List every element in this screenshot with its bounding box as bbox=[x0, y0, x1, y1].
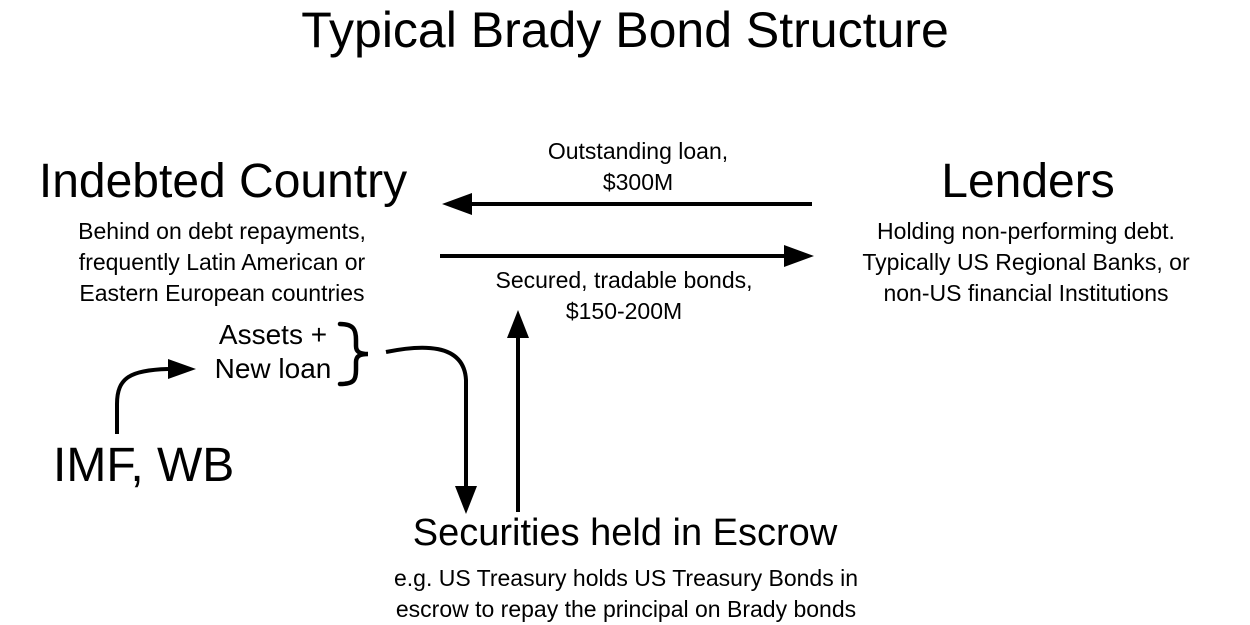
assets-line: Assets + bbox=[218, 319, 328, 350]
lenders-title: Lenders bbox=[941, 155, 1115, 208]
escrow-description: e.g. US Treasury holds US Treasury Bonds… bbox=[394, 563, 858, 625]
lenders-desc-line: non-US financial Institutions bbox=[883, 280, 1169, 306]
assets-new-loan-label: Assets + New loan bbox=[215, 318, 332, 386]
escrow-desc-line: e.g. US Treasury holds US Treasury Bonds… bbox=[393, 565, 859, 591]
outstanding-loan-label: Outstanding loan, $300M bbox=[548, 136, 728, 198]
outstanding-loan-amount: $300M bbox=[602, 169, 674, 195]
brace-icon bbox=[337, 321, 369, 387]
diagram-title: Typical Brady Bond Structure bbox=[301, 2, 949, 58]
bonds-label: Secured, tradable bonds, $150-200M bbox=[495, 265, 752, 327]
indebted-country-description: Behind on debt repayments, frequently La… bbox=[78, 216, 366, 309]
assets-to-escrow-arrow bbox=[385, 345, 477, 514]
new-loan-line: New loan bbox=[214, 353, 332, 384]
outstanding-loan-line: Outstanding loan, bbox=[547, 138, 729, 164]
imf-to-assets-arrow bbox=[115, 359, 196, 434]
indebted-country-desc-line: Eastern European countries bbox=[79, 280, 365, 306]
escrow-desc-line: escrow to repay the principal on Brady b… bbox=[395, 596, 857, 622]
lenders-desc-line: Holding non-performing debt. bbox=[877, 218, 1175, 244]
escrow-title: Securities held in Escrow bbox=[412, 512, 838, 554]
imf-wb-label: IMF, WB bbox=[53, 439, 235, 492]
lenders-description: Holding non-performing debt. Typically U… bbox=[862, 216, 1189, 309]
lenders-desc-line: Typically US Regional Banks, or bbox=[862, 249, 1190, 275]
indebted-country-title: Indebted Country bbox=[38, 155, 408, 208]
bonds-arrow bbox=[440, 245, 814, 267]
indebted-country-desc-line: Behind on debt repayments, bbox=[78, 218, 366, 244]
escrow-to-bonds-arrow bbox=[507, 310, 529, 512]
outstanding-loan-arrow bbox=[442, 193, 812, 215]
bonds-line: Secured, tradable bonds, bbox=[495, 267, 753, 293]
indebted-country-desc-line: frequently Latin American or bbox=[78, 249, 366, 275]
bonds-amount: $150-200M bbox=[565, 298, 683, 324]
